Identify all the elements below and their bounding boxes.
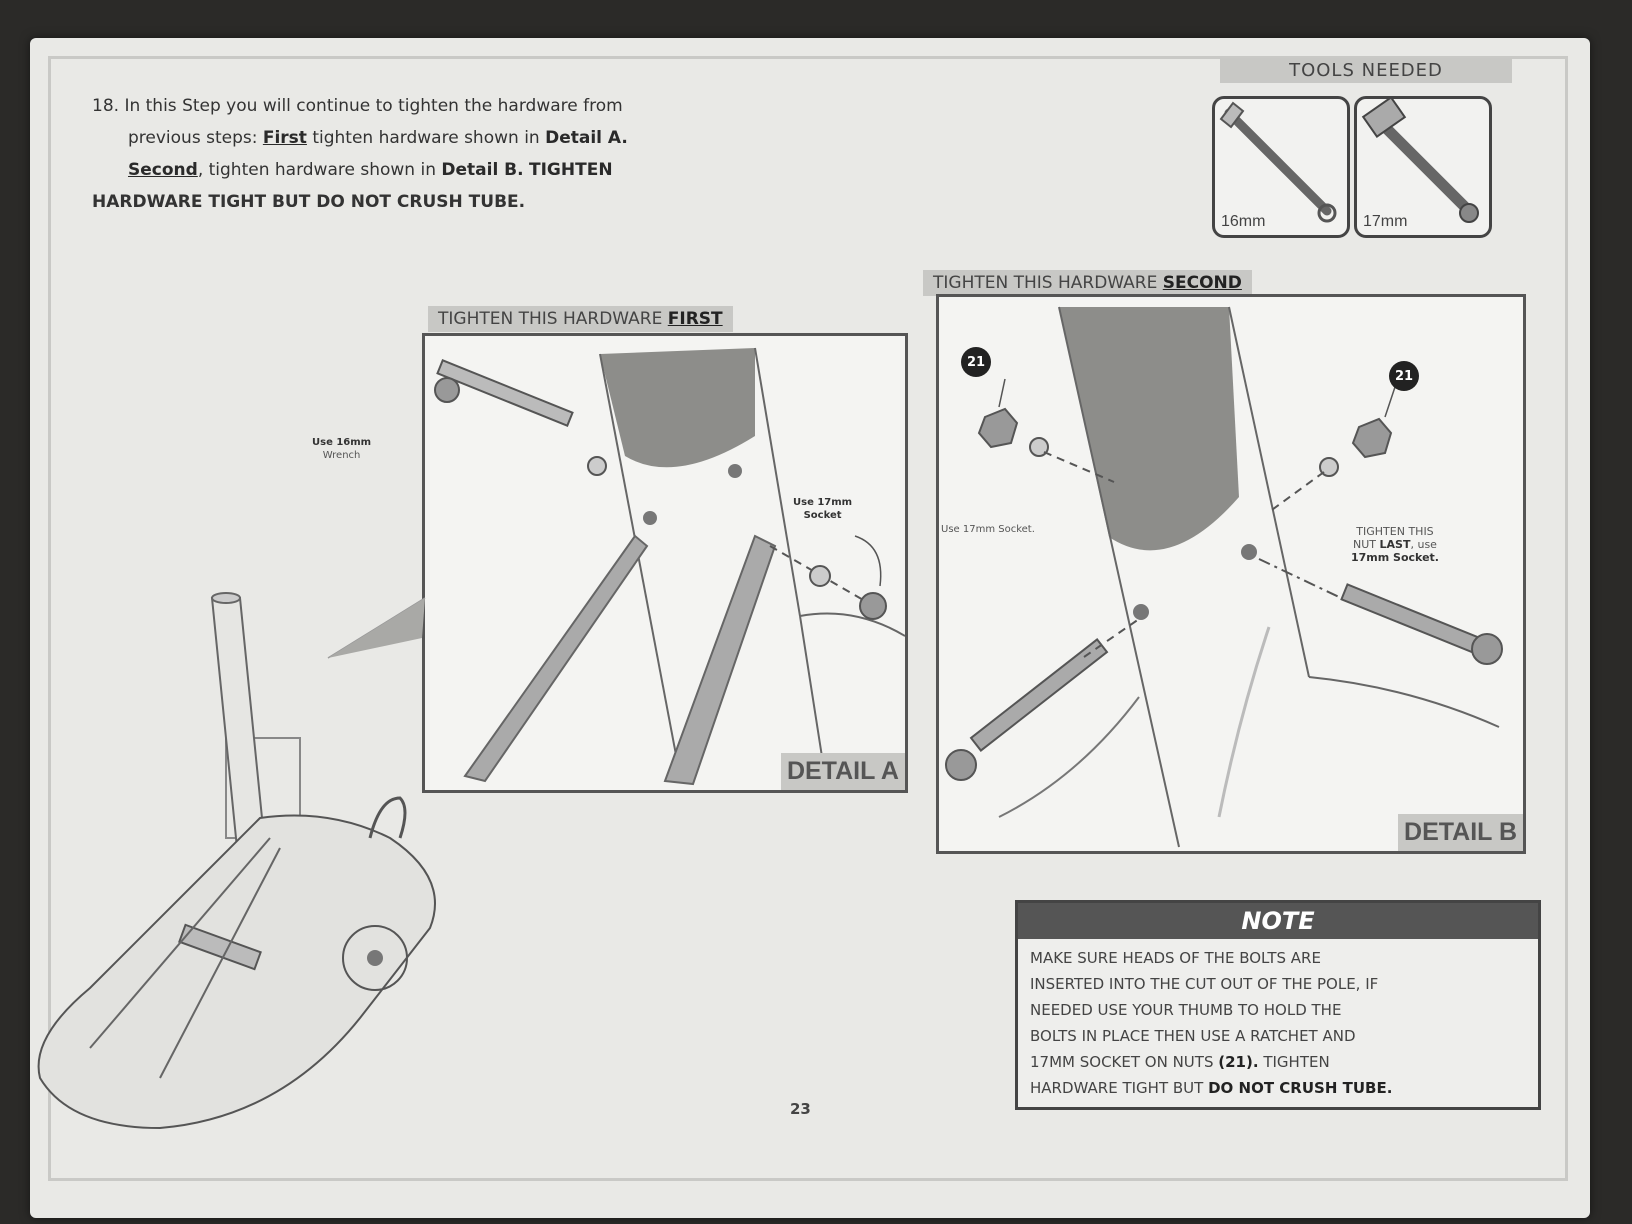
detail-b-title: TIGHTEN THIS HARDWARE SECOND <box>923 270 1252 296</box>
page-border <box>48 56 1568 1181</box>
tool-label-16mm: 16mm <box>1221 213 1266 230</box>
detail-a-illustration <box>434 347 905 786</box>
step-line-3: Second, tighten hardware shown in Detail… <box>128 160 613 180</box>
note-body: Make sure heads of the bolts are inserte… <box>1018 939 1538 1107</box>
socket-icon <box>1361 99 1479 223</box>
part-badge-21-left: 21 <box>961 347 991 377</box>
note-line-1: Make sure heads of the bolts are <box>1030 949 1321 967</box>
step-line-2: previous steps: First tighten hardware s… <box>128 128 628 148</box>
tools-needed-header: TOOLS NEEDED <box>1220 58 1512 83</box>
wrench-icon <box>1219 101 1337 223</box>
note-header: NOTE <box>1018 903 1538 939</box>
step-instruction: 18. In this Step you will continue to ti… <box>92 90 712 218</box>
tool-16mm-wrench: 16mm <box>1212 96 1350 238</box>
detail-b-box: 21 21 Use 17mm Socket. TIGHTEN THIS NUT … <box>936 294 1526 854</box>
tool-17mm-socket: 17mm <box>1354 96 1492 238</box>
callout-tighten-last: TIGHTEN THIS NUT LAST, use 17mm Socket. <box>1351 525 1439 564</box>
detail-a-label: DETAIL A <box>780 753 905 790</box>
note-box: NOTE Make sure heads of the bolts are in… <box>1015 900 1541 1110</box>
note-line-3: needed use your thumb to hold the <box>1030 1001 1342 1019</box>
detail-b-label: DETAIL B <box>1398 814 1523 851</box>
detail-a-title: TIGHTEN THIS HARDWARE FIRST <box>428 306 733 332</box>
page-number: 23 <box>790 1100 811 1118</box>
part-badge-21-right: 21 <box>1389 361 1419 391</box>
detail-b-illustration <box>945 306 1503 848</box>
note-line-5: 17mm socket on nuts (21). Tighten <box>1030 1053 1330 1071</box>
tools-needed: TOOLS NEEDED 16mm 17mm <box>1212 58 1512 238</box>
note-line-4: bolts in place then use a ratchet and <box>1030 1027 1356 1045</box>
base-overview-illustration <box>37 592 436 1130</box>
step-line-1: 18. In this Step you will continue to ti… <box>92 96 623 116</box>
tool-label-17mm: 17mm <box>1363 213 1408 230</box>
manual-page: 18. In this Step you will continue to ti… <box>30 38 1590 1218</box>
note-line-2: inserted into the cut out of the pole, i… <box>1030 975 1379 993</box>
note-line-6: hardware tight but do not crush tube. <box>1030 1079 1393 1097</box>
callout-17mm-socket-b: Use 17mm Socket. <box>941 524 1035 535</box>
step-line-4: HARDWARE TIGHT BUT DO NOT CRUSH TUBE. <box>92 192 526 212</box>
